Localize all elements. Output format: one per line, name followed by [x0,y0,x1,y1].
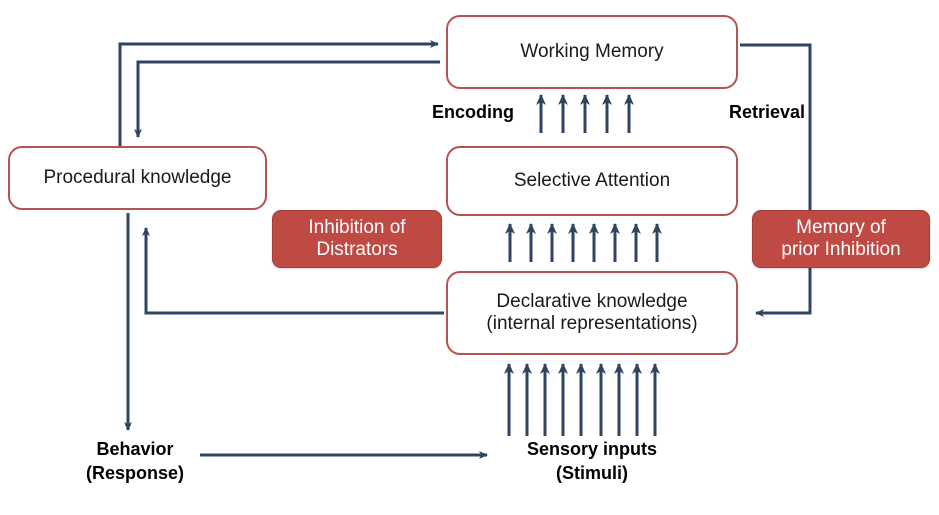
node-selective-attention-label: Selective Attention [513,169,671,191]
node-declarative-knowledge[interactable]: Declarative knowledge (internal represen… [446,271,738,355]
node-inhibition-line1: Inhibition of [308,216,406,238]
node-procedural-knowledge[interactable]: Procedural knowledge [8,146,267,210]
arrow-bundle-selective-attention-to-working-memory [536,94,634,133]
node-memory-of-prior-inhibition[interactable]: Memory of prior Inhibition [752,210,930,268]
label-retrieval: Retrieval [728,102,806,122]
node-selective-attention[interactable]: Selective Attention [446,146,738,216]
label-behavior-line1: Behavior [96,439,174,459]
node-procedural-knowledge-label: Procedural knowledge [43,166,232,188]
node-memory-prior-line2: prior Inhibition [781,239,901,260]
arrow-bundle-declarative-to-selective-attention [505,223,662,262]
connector-working-memory-to-procedural [134,60,440,138]
node-working-memory-label: Working Memory [520,40,664,62]
node-declarative-knowledge-label: Declarative knowledge (internal represen… [486,291,697,336]
node-inhibition-line2: Distrators [316,239,398,260]
arrow-bundle-sensory-to-declarative [504,363,660,436]
node-memory-of-prior-inhibition-label: Memory of prior Inhibition [781,217,900,262]
node-inhibition-of-distrators-label: Inhibition of Distrators [308,217,405,262]
node-memory-prior-line1: Memory of [796,216,886,238]
label-sensory-line1: Sensory inputs [526,439,658,459]
label-behavior-line2: (Response) [85,463,184,484]
label-behavior-response: Behavior (Response) [60,437,210,486]
connector-working-memory-to-declarative-retrieval [740,43,812,317]
label-sensory-inputs-stimuli: Sensory inputs (Stimuli) [497,437,687,486]
node-inhibition-of-distrators[interactable]: Inhibition of Distrators [272,210,442,268]
node-working-memory[interactable]: Working Memory [446,15,738,89]
node-declarative-knowledge-line1: Declarative knowledge [496,290,688,312]
label-encoding: Encoding [432,102,514,122]
node-declarative-knowledge-line2: (internal representations) [486,313,698,334]
label-sensory-line2: (Stimuli) [556,463,628,484]
